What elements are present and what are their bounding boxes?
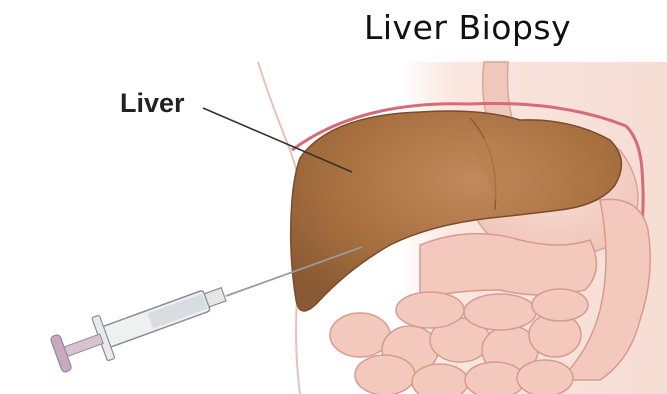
syringe	[49, 273, 232, 377]
syringe-plunger-rod	[62, 334, 103, 357]
liver-label: Liver	[120, 88, 185, 119]
syringe-hub	[204, 288, 226, 307]
